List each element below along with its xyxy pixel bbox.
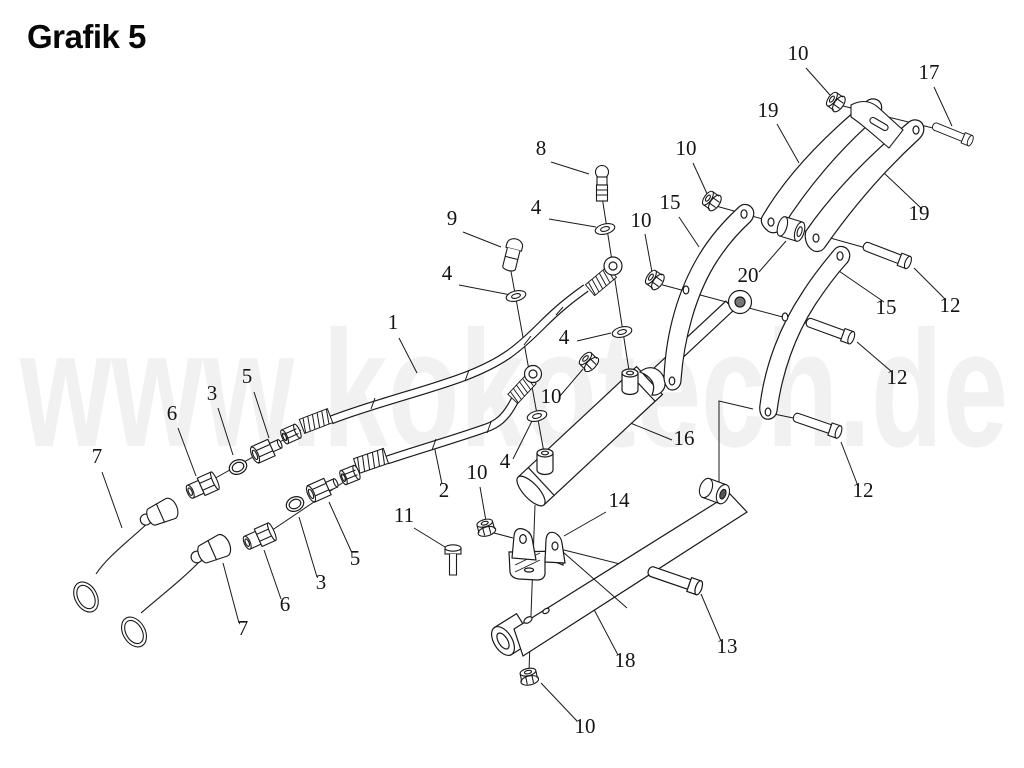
- bar-hole: [542, 607, 550, 615]
- callout-7: 7: [238, 616, 249, 640]
- o-ring-3-lower: [283, 493, 307, 515]
- hose2-banjo-eye: [523, 364, 543, 384]
- callout-5: 5: [242, 364, 253, 388]
- breather-fitting-8: [594, 164, 610, 202]
- cylinder-port: [536, 448, 554, 476]
- callout-10: 10: [541, 384, 562, 408]
- callout-12: 12: [853, 478, 874, 502]
- callout-10: 10: [467, 460, 488, 484]
- callout-3: 3: [207, 381, 218, 405]
- callout-4: 4: [500, 449, 511, 473]
- lock-nut-10: [474, 516, 498, 539]
- callout-10: 10: [788, 41, 809, 65]
- bolt-13: [645, 562, 705, 597]
- callouts: 10 17 19 8 10 15 4 9 19 10 20 4 15 12 1 …: [92, 41, 961, 738]
- page-title: Grafik 5: [27, 18, 146, 55]
- callout-10: 10: [676, 136, 697, 160]
- callout-15: 15: [660, 190, 681, 214]
- bar-hole: [523, 616, 533, 624]
- hose-1: [329, 284, 589, 425]
- hose-segment-ticks: [431, 421, 492, 451]
- adapter-fitting-6-lower: [240, 521, 279, 554]
- callout-4: 4: [531, 195, 542, 219]
- callout-20: 20: [738, 263, 759, 287]
- callout-6: 6: [280, 592, 291, 616]
- cylinder-port: [621, 368, 639, 396]
- callout-8: 8: [536, 136, 547, 160]
- callout-15: 15: [876, 295, 897, 319]
- lock-nut-10: [517, 666, 541, 688]
- dust-cap-7-upper: [73, 495, 182, 613]
- leader-lines: [101, 67, 953, 722]
- callout-18: 18: [615, 648, 636, 672]
- callout-4: 4: [442, 261, 453, 285]
- callout-19: 19: [909, 201, 930, 225]
- link-arm-15-left: [663, 203, 755, 391]
- callout-10: 10: [631, 208, 652, 232]
- callout-2: 2: [439, 478, 450, 502]
- callout-3: 3: [316, 570, 327, 594]
- lock-nut-10: [642, 267, 668, 293]
- callout-10: 10: [575, 714, 596, 738]
- bar-end-bushing: [698, 477, 731, 505]
- callout-12: 12: [940, 293, 961, 317]
- callout-1: 1: [388, 310, 399, 334]
- callout-9: 9: [447, 206, 458, 230]
- callout-16: 16: [674, 426, 695, 450]
- cylinder-head-clamp: [638, 367, 666, 396]
- dust-cap-7-lower: [121, 531, 235, 648]
- bracket-ear: [511, 528, 537, 561]
- callout-14: 14: [609, 488, 631, 512]
- lock-nut-10: [699, 188, 725, 214]
- callout-11: 11: [394, 503, 414, 527]
- plug-bolt-9: [502, 238, 524, 272]
- callout-4: 4: [559, 325, 570, 349]
- callout-6: 6: [167, 401, 178, 425]
- callout-17: 17: [919, 60, 940, 84]
- bolt-11: [444, 544, 462, 576]
- hose-segment-ticks: [370, 306, 564, 410]
- link-arm-15-right: [759, 245, 851, 420]
- anchor-bar-18: [490, 493, 748, 657]
- bolt-12: [860, 238, 914, 271]
- callout-19: 19: [758, 98, 779, 122]
- lift-arm-web: [850, 100, 904, 149]
- spacer-bushing-20: [776, 216, 806, 242]
- bolt-17: [930, 119, 975, 148]
- callout-7: 7: [92, 444, 103, 468]
- washer-4: [593, 221, 617, 237]
- clevis-bracket-14: [508, 528, 566, 581]
- hose1-banjo-eye: [603, 256, 623, 276]
- bar-axis-lines: [562, 400, 754, 609]
- lock-nut-10: [823, 89, 849, 115]
- callout-5: 5: [350, 546, 361, 570]
- callout-13: 13: [717, 634, 738, 658]
- callout-12: 12: [887, 365, 908, 389]
